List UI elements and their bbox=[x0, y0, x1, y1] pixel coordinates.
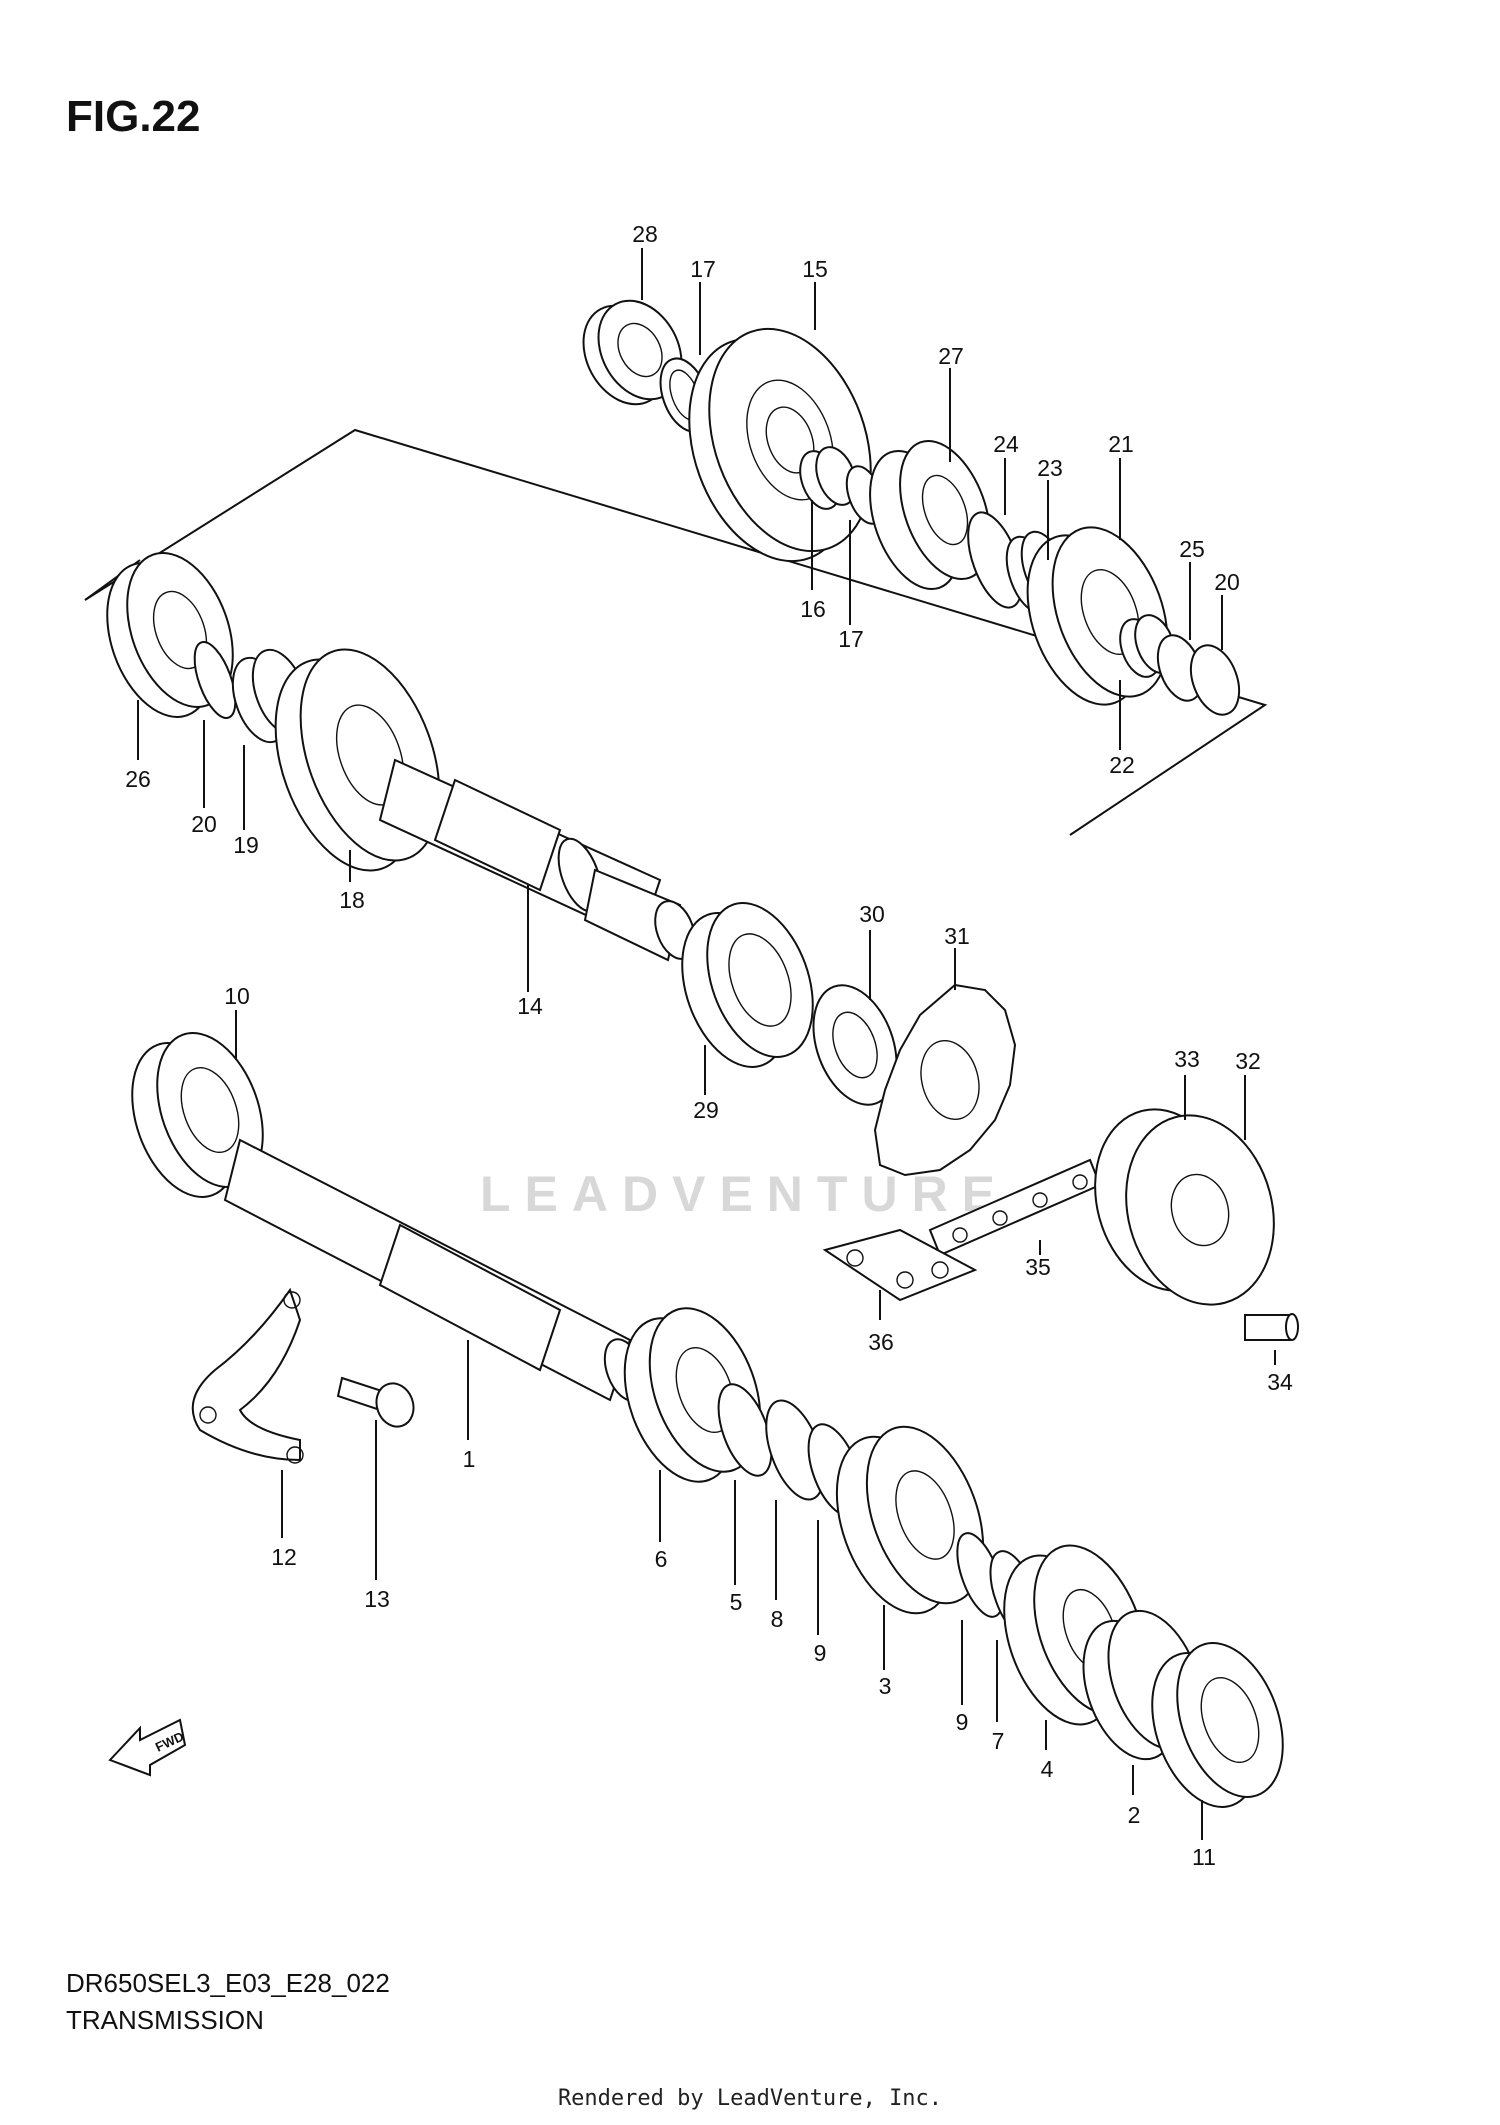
countershaft-group-outline bbox=[84, 428, 1268, 836]
callout-23[interactable]: 23 bbox=[1037, 455, 1063, 481]
part-3-gear[interactable] bbox=[815, 1411, 1006, 1629]
callout-24[interactable]: 24 bbox=[993, 431, 1019, 457]
callout-17-bottom[interactable]: 17 bbox=[838, 626, 864, 652]
part-15-gear[interactable] bbox=[660, 306, 900, 583]
callout-7[interactable]: 7 bbox=[992, 1728, 1005, 1754]
callout-3[interactable]: 3 bbox=[879, 1673, 892, 1699]
part-12-stopper-plate[interactable] bbox=[191, 1287, 304, 1464]
part-14-countershaft[interactable] bbox=[378, 758, 702, 964]
callout-32[interactable]: 32 bbox=[1235, 1048, 1261, 1074]
callout-labels: 28 17 15 27 24 23 21 25 20 16 17 22 26 2… bbox=[125, 221, 1293, 1870]
callout-18[interactable]: 18 bbox=[339, 887, 365, 913]
figure-title: FIG.22 bbox=[66, 92, 201, 141]
fwd-arrow-icon: FWD bbox=[108, 1718, 187, 1777]
part-10-bearing[interactable] bbox=[113, 1018, 283, 1211]
callout-27[interactable]: 27 bbox=[938, 343, 964, 369]
callout-33[interactable]: 33 bbox=[1174, 1046, 1200, 1072]
callout-29[interactable]: 29 bbox=[693, 1097, 719, 1123]
callout-13[interactable]: 13 bbox=[364, 1586, 390, 1612]
part-11-bearing[interactable] bbox=[1133, 1628, 1303, 1821]
callout-31[interactable]: 31 bbox=[944, 923, 970, 949]
part-35-chain[interactable] bbox=[928, 1158, 1102, 1257]
callout-8[interactable]: 8 bbox=[771, 1606, 784, 1632]
part-34-bolt[interactable] bbox=[1244, 1313, 1299, 1341]
diagram-code: DR650SEL3_E03_E28_022 bbox=[66, 1968, 390, 1998]
callout-12[interactable]: 12 bbox=[271, 1544, 297, 1570]
part-20-circlip[interactable] bbox=[1182, 639, 1248, 722]
callout-4[interactable]: 4 bbox=[1041, 1756, 1054, 1782]
callout-36[interactable]: 36 bbox=[868, 1329, 894, 1355]
part-31-sprocket[interactable] bbox=[873, 983, 1017, 1177]
section-title: TRANSMISSION bbox=[66, 2005, 264, 2035]
callout-25[interactable]: 25 bbox=[1179, 536, 1205, 562]
callout-22[interactable]: 22 bbox=[1109, 752, 1135, 778]
part-27-gear[interactable] bbox=[853, 429, 1007, 602]
callout-5[interactable]: 5 bbox=[730, 1589, 743, 1615]
render-credit: Rendered by LeadVenture, Inc. bbox=[557, 2086, 943, 2111]
callout-20-right[interactable]: 20 bbox=[1214, 569, 1240, 595]
leader-lines bbox=[137, 248, 1276, 1840]
part-36-joint-kit[interactable] bbox=[822, 1228, 978, 1302]
callout-35[interactable]: 35 bbox=[1025, 1254, 1051, 1280]
part-1-driveshaft[interactable] bbox=[223, 1138, 653, 1406]
callout-9-left[interactable]: 9 bbox=[814, 1640, 827, 1666]
callout-30[interactable]: 30 bbox=[859, 901, 885, 927]
part-33-32-cushion[interactable] bbox=[1076, 1094, 1295, 1322]
callout-14[interactable]: 14 bbox=[517, 993, 543, 1019]
part-29-bearing[interactable] bbox=[663, 888, 833, 1081]
part-30-oil-seal[interactable] bbox=[798, 974, 912, 1117]
callout-34[interactable]: 34 bbox=[1267, 1369, 1293, 1395]
callout-26[interactable]: 26 bbox=[125, 766, 151, 792]
part-13-bolt[interactable] bbox=[336, 1376, 419, 1432]
callout-16[interactable]: 16 bbox=[800, 596, 826, 622]
callout-20-left[interactable]: 20 bbox=[191, 811, 217, 837]
callout-21[interactable]: 21 bbox=[1108, 431, 1134, 457]
callout-17-top[interactable]: 17 bbox=[690, 256, 716, 282]
callout-15[interactable]: 15 bbox=[802, 256, 828, 282]
callout-11[interactable]: 11 bbox=[1192, 1844, 1216, 1870]
callout-6[interactable]: 6 bbox=[655, 1546, 668, 1572]
part-20-circlip-b[interactable] bbox=[186, 637, 243, 723]
callout-1[interactable]: 1 bbox=[463, 1446, 476, 1472]
callout-19[interactable]: 19 bbox=[233, 832, 259, 858]
callout-2[interactable]: 2 bbox=[1128, 1802, 1141, 1828]
callout-28[interactable]: 28 bbox=[632, 221, 658, 247]
callout-10[interactable]: 10 bbox=[224, 983, 250, 1009]
callout-9-right[interactable]: 9 bbox=[956, 1709, 969, 1735]
